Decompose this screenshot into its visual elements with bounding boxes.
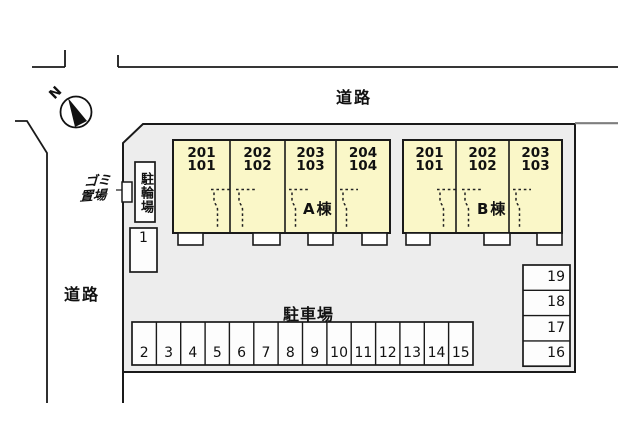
parking-space-16: 16 xyxy=(547,344,565,361)
unit-lower: 102 xyxy=(468,158,497,174)
road-label-top: 道路 xyxy=(336,88,373,107)
building-b-shape xyxy=(402,139,563,246)
unit-upper: 201 xyxy=(187,145,216,161)
unit-a-203-103: 203 103 xyxy=(283,145,339,174)
unit-upper: 204 xyxy=(348,145,378,161)
road-lines xyxy=(15,50,618,403)
unit-upper: 202 xyxy=(468,145,497,161)
unit-lower: 101 xyxy=(187,158,216,174)
bicycle-parking-shape xyxy=(134,161,156,223)
unit-b-202-102: 202 102 xyxy=(455,145,511,174)
road-label-left: 道路 xyxy=(64,285,101,304)
parking-space-9: 9 xyxy=(310,345,320,361)
unit-a-201-101: 201 101 xyxy=(174,145,230,174)
garbage-label-line2: 置場 xyxy=(78,187,110,205)
parking-space-3: 3 xyxy=(164,345,174,361)
unit-b-203-103: 203 103 xyxy=(508,145,564,174)
parking-space-6: 6 xyxy=(237,345,247,361)
parking-space-5: 5 xyxy=(212,345,222,361)
unit-upper: 203 xyxy=(296,145,325,161)
building-a-name: A棟 xyxy=(303,200,334,218)
unit-upper: 202 xyxy=(243,145,272,161)
parking-space-4: 4 xyxy=(188,345,198,361)
unit-lower: 103 xyxy=(521,158,550,174)
unit-lower: 103 xyxy=(296,158,325,174)
parking-space-13: 13 xyxy=(403,345,421,361)
bicycle-parking-label: 駐輪場 xyxy=(138,172,153,214)
building-b-name: B棟 xyxy=(477,200,508,218)
parking-space-18: 18 xyxy=(547,294,565,311)
unit-lower: 102 xyxy=(243,158,272,174)
parking-space-12: 12 xyxy=(378,345,397,361)
unit-upper: 203 xyxy=(521,145,550,161)
parking-space-8: 8 xyxy=(285,345,295,361)
garbage-area-shape xyxy=(116,181,133,203)
building-a-shape xyxy=(172,139,391,246)
parking-space-7: 7 xyxy=(261,345,271,361)
unit-a-202-102: 202 102 xyxy=(230,145,286,174)
parking-area-label: 駐車場 xyxy=(283,305,335,324)
parking-space-15: 15 xyxy=(451,345,470,361)
unit-b-201-101: 201 101 xyxy=(402,145,458,174)
parking-space-11: 11 xyxy=(354,345,373,361)
parking-space-17: 17 xyxy=(547,319,565,336)
unit-a-204-104: 204 104 xyxy=(335,145,391,174)
parking-row-shape xyxy=(131,321,474,366)
unit-upper: 201 xyxy=(415,145,444,161)
door-swing-marks xyxy=(211,188,531,228)
parking-space-2: 2 xyxy=(139,345,149,361)
unit-lower: 101 xyxy=(415,158,444,174)
parking-space-10: 10 xyxy=(330,345,348,361)
parking-column-shape xyxy=(522,264,571,368)
compass-icon xyxy=(59,95,93,129)
parking-space-1-label: 1 xyxy=(139,230,148,246)
parking-space-19: 19 xyxy=(547,269,565,285)
parking-space-14: 14 xyxy=(427,345,446,361)
parking-space1-shape xyxy=(129,227,158,273)
unit-lower: 104 xyxy=(348,158,378,174)
